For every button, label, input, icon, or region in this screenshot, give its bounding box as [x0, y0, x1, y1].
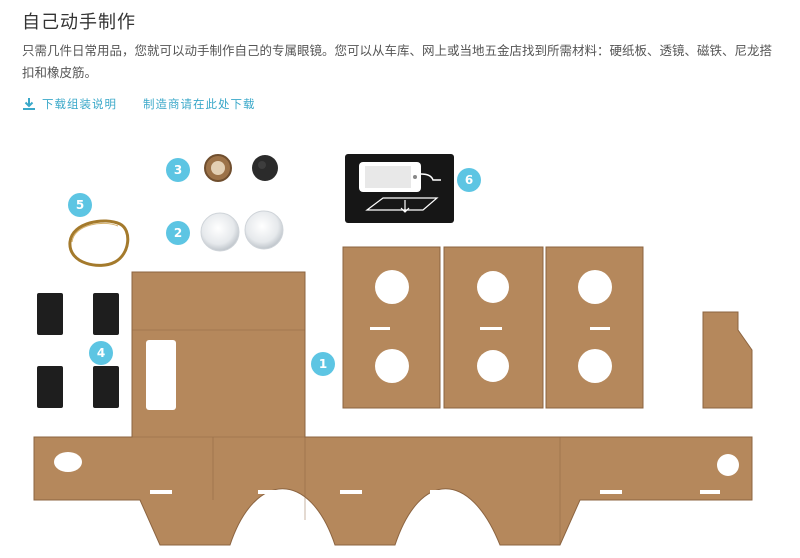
download-links: 下载组装说明 制造商请在此处下载: [22, 96, 256, 112]
download-instructions-label: 下载组装说明: [42, 97, 117, 111]
velcro-strip: [93, 293, 119, 335]
rubber-band-image: [68, 219, 130, 267]
page-title: 自己动手制作: [22, 12, 136, 33]
velcro-strip: [93, 366, 119, 408]
manufacturer-download-link[interactable]: 制造商请在此处下载: [143, 96, 256, 112]
part-badge-2: 2: [166, 221, 190, 245]
download-instructions-link[interactable]: 下载组装说明: [22, 96, 117, 112]
lenses-image: [200, 210, 284, 252]
manufacturer-download-label: 制造商请在此处下载: [143, 97, 256, 111]
part-badge-4: 4: [89, 341, 113, 365]
velcro-strip: [37, 366, 63, 408]
magnets-image: [204, 154, 278, 182]
phone-icon: [359, 162, 441, 213]
smartphone-illustration: [345, 154, 454, 223]
velcro-strip: [37, 293, 63, 335]
page-description: 只需几件日常用品，您就可以动手制作自己的专属眼镜。您可以从车库、网上或当地五金店…: [22, 43, 773, 80]
part-badge-1: 1: [311, 352, 335, 376]
download-icon: [23, 98, 35, 110]
part-badge-6: 6: [457, 168, 481, 192]
part-badge-5: 5: [68, 193, 92, 217]
part-badge-3: 3: [166, 158, 190, 182]
